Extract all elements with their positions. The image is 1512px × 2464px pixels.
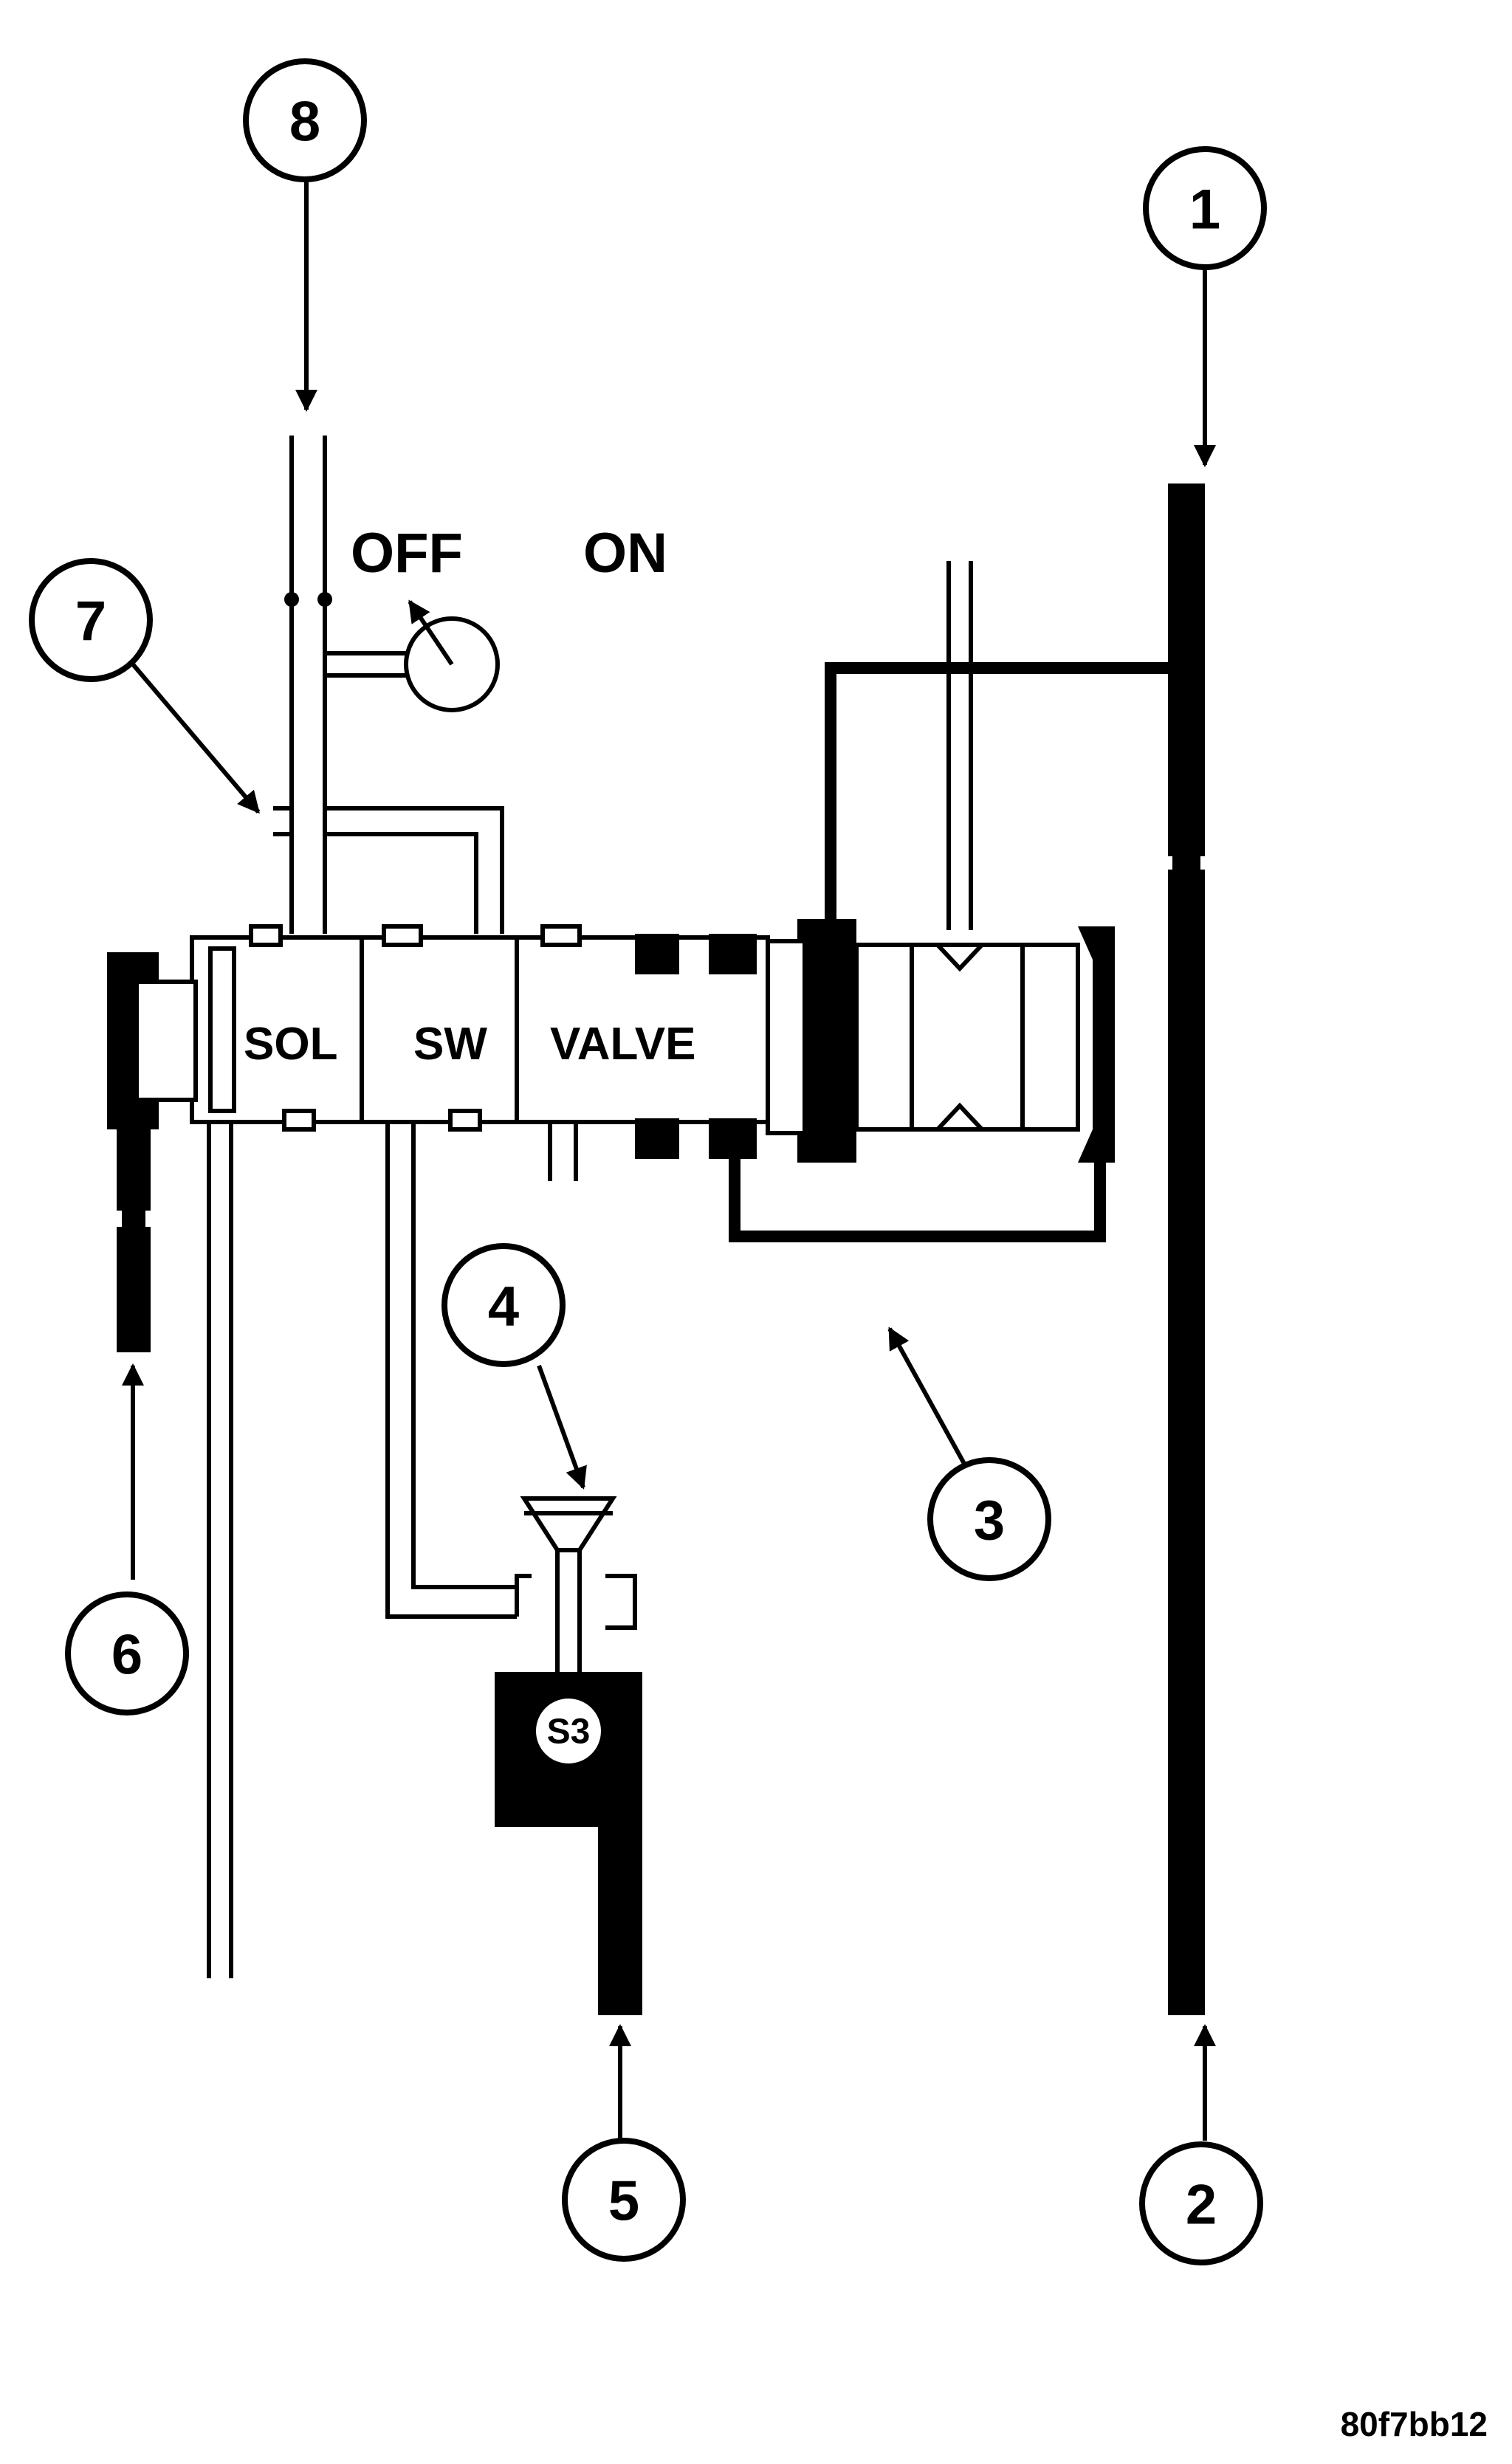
leader-7: [131, 663, 261, 814]
callout-7: 7: [29, 558, 153, 682]
figure-code: 80f7bb12: [1341, 2405, 1488, 2443]
callout-2-text: 2: [1186, 2174, 1217, 2237]
s3-label: S3: [547, 1713, 591, 1752]
callout-6-text: 6: [111, 1624, 142, 1687]
switch-valve-body: SOL SW VALVE: [190, 924, 770, 1159]
switch-off-label: OFF: [351, 522, 463, 585]
callout-8: 8: [243, 58, 367, 182]
switch-outlet-line: [385, 1122, 578, 1619]
exhaust-line: [207, 1122, 233, 1978]
callout-2: 2: [1139, 2141, 1263, 2265]
leader-3: [887, 1326, 969, 1470]
solenoid-feed-line: [107, 952, 198, 1352]
piston-assembly: [729, 919, 1115, 1242]
callout-3-text: 3: [974, 1490, 1005, 1552]
sw-label: SW: [413, 1019, 487, 1070]
switch-on-label: ON: [583, 522, 667, 585]
main-pressure-line: [825, 483, 1205, 2015]
callout-4: 4: [441, 1243, 566, 1367]
sol-label: SOL: [244, 1019, 337, 1070]
callout-5: 5: [562, 2138, 686, 2262]
callout-1-text: 1: [1189, 179, 1220, 241]
callout-4-text: 4: [488, 1276, 519, 1338]
callout-5-text: 5: [608, 2170, 639, 2233]
callout-8-text: 8: [289, 91, 320, 154]
valve-label: VALVE: [550, 1019, 696, 1070]
callout-3: 3: [927, 1457, 1051, 1581]
pressure-switch: OFF ON: [351, 522, 667, 712]
callout-6: 6: [65, 1591, 189, 1715]
callout-1: 1: [1143, 146, 1267, 270]
piston-rod: [946, 561, 973, 930]
s3-solenoid: S3: [495, 1496, 642, 2015]
leader-4: [537, 1364, 587, 1490]
electrical-feed-lines: [273, 436, 504, 934]
leader-arrows: [122, 177, 1216, 2155]
callout-7-text: 7: [75, 591, 106, 653]
